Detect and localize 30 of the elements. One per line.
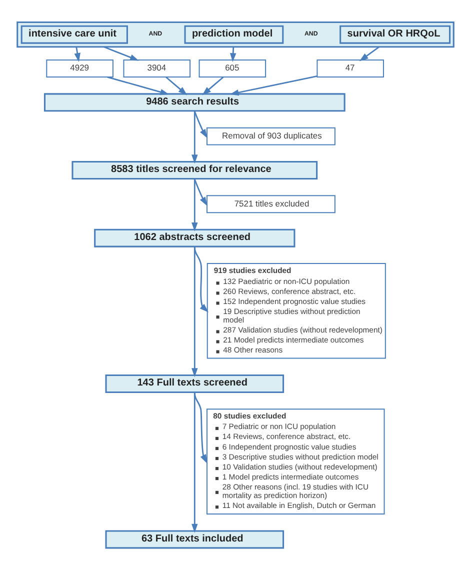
node-box: survival OR HRQoL: [340, 24, 451, 44]
node-box: 9486 search results: [44, 92, 346, 112]
arrow: [74, 46, 80, 62]
node-box: 47: [316, 59, 384, 77]
node-box: 80 studies excluded 7 Pediatric or non ICU population 14 Reviews, conference abstract, etc. 6 Independent prognostic value studies 3 Descriptive studies without prediction model 10 Validation studies (without redevelopment) 1 Model predicts intermediate outcomes 28 Other reasons (incl. 19 studies with ICU mortality as prediction horizon) 11 Not available in English, Dutch or German: [206, 408, 385, 514]
node-box: 7521 titles excluded: [206, 194, 336, 213]
arrow: [194, 246, 208, 312]
node-box: 63 Full texts included: [105, 530, 284, 548]
node-box: 8583 titles screened for relevance: [72, 160, 318, 179]
node-box: 143 Full texts screened: [105, 374, 284, 392]
arrow: [194, 392, 208, 463]
node-box: 1062 abstracts screened: [94, 228, 296, 247]
node-box: intensive care unit: [20, 24, 128, 44]
arrow: [107, 76, 170, 95]
arrow: [166, 76, 188, 95]
node-box: 605: [198, 59, 266, 77]
cluster: [16, 20, 454, 48]
arrow: [194, 178, 208, 206]
arrow: [192, 178, 198, 231]
node-box: 3904: [123, 59, 191, 77]
arrow: [359, 46, 380, 61]
node-box: Removal of 903 duplicates: [206, 126, 336, 145]
arrow: [202, 76, 224, 95]
node-box: prediction model: [184, 24, 284, 44]
arrow: [230, 46, 236, 62]
node-box: 919 studies excluded 132 Paediatric or non-ICU population 260 Reviews, conference abstract, etc. 152 Independent prognostic value studies 19 Descriptive studies without prediction model 287 Validation studies (without redevelopment) 21 Model predicts intermediate outcomes 48 Other reasons: [206, 262, 386, 358]
arrow: [194, 110, 208, 138]
node-box: 4929: [46, 59, 114, 77]
arrow: [192, 110, 198, 164]
arrow: [230, 75, 318, 96]
